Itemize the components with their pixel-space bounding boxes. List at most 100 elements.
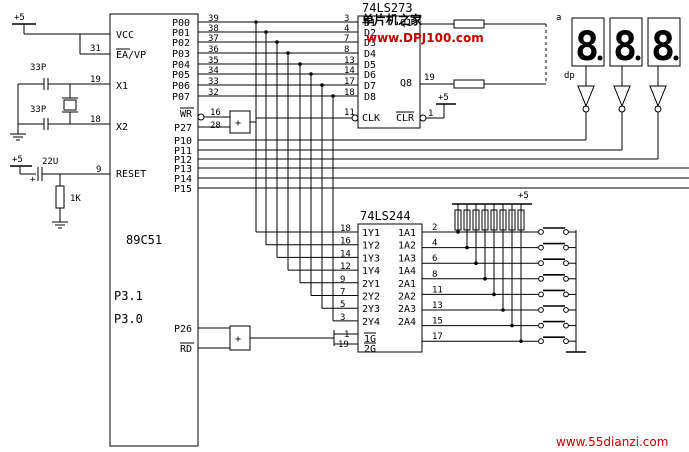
bus-wires bbox=[198, 20, 689, 344]
buffer-y-pin: 7 bbox=[340, 288, 345, 298]
port1-label: P11 bbox=[174, 146, 192, 157]
port0-pin: 32 bbox=[208, 88, 219, 98]
buffer-g1: 1G bbox=[364, 334, 376, 345]
buffer-a-label: 1A2 bbox=[398, 241, 416, 252]
buffer-a-pin: 2 bbox=[432, 223, 437, 233]
port0-pin: 37 bbox=[208, 34, 219, 44]
buffer-y-pin: 18 bbox=[340, 224, 351, 234]
mcu-wr-label: WR bbox=[180, 109, 193, 120]
latch-d-pin: 4 bbox=[344, 24, 349, 34]
latch-d-label: D6 bbox=[364, 70, 376, 81]
svg-text:+: + bbox=[235, 334, 241, 345]
seg-a-label: a bbox=[556, 13, 561, 23]
latch-d-label: D7 bbox=[364, 81, 376, 92]
buffer-a-pin: 11 bbox=[432, 285, 443, 295]
pin-clr: 1 bbox=[428, 109, 433, 119]
port1-label: P13 bbox=[174, 164, 192, 175]
svg-text:+: + bbox=[30, 175, 36, 185]
port0-pin: 36 bbox=[208, 45, 219, 55]
mcu-x2-label: X2 bbox=[116, 122, 128, 133]
watermark-top: 单片机之家 bbox=[362, 12, 423, 27]
pin-q8: 19 bbox=[424, 73, 435, 83]
crystal bbox=[63, 99, 77, 111]
buffer-a-label: 2A2 bbox=[398, 292, 416, 303]
digit: 8 bbox=[575, 24, 599, 70]
port0-pin: 34 bbox=[208, 66, 219, 76]
pin-x2: 18 bbox=[90, 115, 101, 125]
latch-d-label: D1 bbox=[364, 18, 376, 29]
pin-wr: 16 bbox=[210, 108, 221, 118]
buffer-y-label: 2Y1 bbox=[362, 279, 380, 290]
port0-label: P05 bbox=[172, 70, 190, 81]
port0-label: P03 bbox=[172, 49, 190, 60]
port1-label: P15 bbox=[174, 184, 192, 195]
inverter-icon bbox=[613, 85, 631, 108]
port0-label: P06 bbox=[172, 81, 190, 92]
buffer-a-label: 1A1 bbox=[398, 228, 416, 239]
mcu-p31-label: P3.1 bbox=[114, 289, 143, 303]
port0-label: P02 bbox=[172, 38, 190, 49]
cap-c2: 33P bbox=[30, 105, 47, 115]
buffer-y-label: 2Y4 bbox=[362, 317, 380, 328]
watermark-top-url: www.DPJ100.com bbox=[366, 31, 484, 45]
mcu-name: 89C51 bbox=[126, 233, 162, 247]
pin-x1: 19 bbox=[90, 75, 101, 85]
pin-ea: 31 bbox=[90, 44, 101, 54]
latch-d-pin: 8 bbox=[344, 45, 349, 55]
buffer-g2: 2G bbox=[364, 344, 376, 355]
seg-dp-label: dp bbox=[564, 71, 575, 81]
latch-d-pin: 7 bbox=[344, 34, 349, 44]
buffer-y-pin: 3 bbox=[340, 313, 345, 323]
mcu-x1-label: X1 bbox=[116, 81, 128, 92]
latch-d-pin: 13 bbox=[344, 56, 355, 66]
buffer-y-label: 1Y4 bbox=[362, 266, 380, 277]
mcu-p26-label: P26 bbox=[174, 324, 192, 335]
port1-label: P12 bbox=[174, 155, 192, 166]
mcu-box bbox=[109, 13, 199, 447]
port0-pin: 33 bbox=[208, 77, 219, 87]
digit: 8 bbox=[651, 24, 675, 70]
reset-cap: 22U bbox=[42, 157, 58, 167]
dip-switches bbox=[538, 227, 576, 345]
latch-name: 74LS273 bbox=[362, 1, 413, 15]
buffer-a-pin: 13 bbox=[432, 301, 443, 311]
buffer-box bbox=[357, 223, 423, 353]
latch-d-pin: 18 bbox=[344, 88, 355, 98]
svg-text:+: + bbox=[235, 118, 241, 129]
port0-label: P01 bbox=[172, 28, 190, 39]
latch-d-label: D3 bbox=[364, 38, 376, 49]
mcu-p27-label: P27 bbox=[174, 123, 192, 134]
mcu-ea-label: EA/VP bbox=[116, 50, 146, 61]
mcu-rd-label: RD bbox=[180, 344, 192, 355]
buffer-y-pin: 14 bbox=[340, 249, 351, 259]
buffer-a-label: 2A1 bbox=[398, 279, 416, 290]
buffer-a-pin: 6 bbox=[432, 254, 437, 264]
buffer-a-pin: 4 bbox=[432, 239, 437, 249]
vcc-plus5: +5 bbox=[14, 13, 25, 23]
latch-clr: CLR bbox=[396, 113, 415, 124]
latch-d-label: D8 bbox=[364, 92, 376, 103]
clr-plus5: +5 bbox=[438, 93, 449, 103]
cap-c1: 33P bbox=[30, 63, 47, 73]
latch-d-label: D2 bbox=[364, 28, 376, 39]
buffer-y-label: 1Y3 bbox=[362, 253, 380, 264]
buffer-y-pin: 9 bbox=[340, 275, 345, 285]
buffer-y-pin: 16 bbox=[340, 237, 351, 247]
latch-d-label: D4 bbox=[364, 49, 376, 60]
port0-pin: 39 bbox=[208, 14, 219, 24]
pin-g1: 1 bbox=[344, 330, 349, 340]
buffer-y-label: 1Y1 bbox=[362, 228, 380, 239]
buffer-a-label: 1A3 bbox=[398, 253, 416, 264]
buffer-y-pin: 12 bbox=[340, 262, 351, 272]
pin-p27: 28 bbox=[210, 121, 221, 131]
buffer-y-label: 2Y3 bbox=[362, 304, 380, 315]
pin-reset: 9 bbox=[96, 165, 101, 175]
latch-box bbox=[357, 15, 421, 129]
reset-plus5: +5 bbox=[12, 155, 23, 165]
inverters bbox=[577, 66, 667, 113]
buffer-y-label: 1Y2 bbox=[362, 241, 380, 252]
